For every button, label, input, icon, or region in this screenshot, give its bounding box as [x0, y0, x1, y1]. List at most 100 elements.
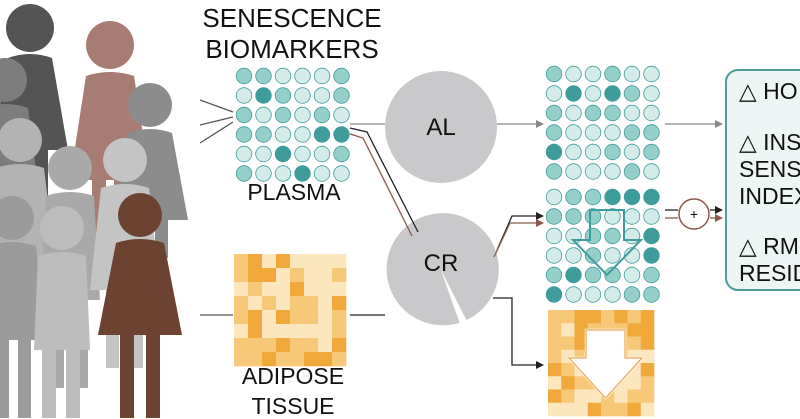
biomarker-dot — [643, 208, 660, 225]
al-circle: AL — [385, 71, 497, 183]
biomarker-dot — [643, 65, 660, 83]
adipose-cell — [332, 352, 347, 367]
adipose-cell — [627, 376, 642, 390]
adipose-cell — [262, 268, 277, 283]
plasma-biomarker-grid — [235, 67, 350, 182]
biomarker-dot — [565, 104, 582, 122]
biomarker-dot — [623, 104, 641, 122]
biomarker-dot — [623, 188, 641, 206]
adipose-cell — [640, 363, 655, 377]
cr-plasma-grid — [545, 188, 660, 303]
biomarker-dot — [623, 227, 641, 245]
adipose-cell — [318, 338, 333, 353]
biomarker-dot — [255, 67, 272, 85]
adipose-cell — [304, 296, 319, 311]
adipose-cell — [548, 323, 562, 337]
adipose-cell — [318, 324, 333, 339]
outcome-item-2-line2: SENS — [739, 156, 800, 182]
adipose-cell — [290, 296, 305, 311]
adipose-cell — [290, 352, 305, 367]
biomarker-dot — [565, 247, 582, 264]
biomarker-dot — [313, 87, 331, 104]
cr-circle-pie: CR — [386, 213, 499, 326]
adipose-cell — [640, 402, 655, 417]
adipose-cell — [332, 338, 347, 353]
adipose-cell — [234, 310, 249, 325]
biomarker-dot — [604, 124, 621, 141]
adipose-cell — [640, 389, 655, 404]
adipose-cell — [574, 376, 589, 390]
adipose-cell — [627, 402, 642, 417]
biomarker-dot — [333, 87, 350, 104]
adipose-cell — [234, 282, 249, 297]
adipose-cell — [561, 323, 575, 337]
adipose-cell — [262, 310, 277, 325]
adipose-cell — [290, 282, 305, 297]
outcome-item-2-line3: INDEX — [739, 183, 800, 209]
adipose-cell — [318, 282, 333, 297]
plus-combine-icon: + — [678, 198, 710, 230]
biomarker-dot — [604, 188, 621, 206]
adipose-cell — [290, 338, 305, 353]
biomarker-dot — [545, 208, 563, 225]
plus-label: + — [690, 206, 698, 222]
adipose-cell — [276, 254, 291, 269]
biomarker-dot — [604, 227, 621, 245]
biomarker-dot — [255, 145, 272, 163]
adipose-cell — [587, 389, 602, 404]
adipose-cell — [318, 254, 333, 269]
plasma-decrease-arrow-icon — [570, 209, 644, 277]
biomarker-dot — [643, 104, 660, 122]
biomarker-dot — [333, 106, 350, 124]
adipose-cell — [304, 352, 319, 367]
biomarker-dot — [643, 266, 660, 284]
adipose-cell — [304, 282, 319, 297]
senescence-title-line2: BIOMARKERS — [205, 34, 378, 64]
adipose-cell — [234, 324, 249, 339]
biomarker-dot — [274, 126, 292, 143]
adipose-cell — [318, 310, 333, 325]
biomarker-dot — [584, 266, 602, 284]
biomarker-dot — [643, 188, 660, 206]
adipose-decrease-arrow-outline-icon — [567, 329, 644, 399]
biomarker-dot — [545, 85, 563, 102]
biomarker-dot — [584, 143, 602, 161]
biomarker-dot — [545, 227, 563, 245]
adipose-cell — [318, 296, 333, 311]
adipose-cell — [234, 338, 249, 353]
biomarker-dot — [643, 143, 660, 161]
biomarker-dot — [313, 126, 331, 143]
biomarker-dot — [545, 104, 563, 122]
biomarker-dot — [623, 286, 641, 303]
adipose-cell — [332, 324, 347, 339]
adipose-cell — [574, 323, 589, 337]
adipose-cell — [614, 402, 628, 417]
biomarker-dot — [584, 208, 602, 225]
adipose-cell — [304, 268, 319, 283]
adipose-cell — [262, 254, 277, 269]
person-front-brown-icon — [98, 193, 182, 418]
biomarker-dot — [623, 85, 641, 102]
adipose-cell — [234, 268, 249, 283]
adipose-cell — [548, 376, 562, 390]
adipose-cell — [276, 352, 291, 367]
biomarker-dot — [643, 163, 660, 180]
biomarker-dot — [565, 188, 582, 206]
biomarker-dot — [623, 208, 641, 225]
biomarker-dot — [604, 65, 621, 83]
biomarker-dot — [333, 67, 350, 85]
adipose-cell — [574, 310, 589, 324]
biomarker-dot — [545, 124, 563, 141]
biomarker-dot — [313, 165, 331, 182]
adipose-cell — [318, 352, 333, 367]
adipose-cell — [248, 254, 263, 269]
adipose-cell — [574, 402, 589, 417]
biomarker-dot — [274, 106, 292, 124]
adipose-cell — [262, 296, 277, 311]
adipose-cell — [332, 268, 347, 283]
biomarker-dot — [235, 126, 253, 143]
biomarker-dot — [235, 87, 253, 104]
adipose-cell — [262, 352, 277, 367]
biomarker-dot — [545, 286, 563, 303]
biomarker-dot — [584, 104, 602, 122]
